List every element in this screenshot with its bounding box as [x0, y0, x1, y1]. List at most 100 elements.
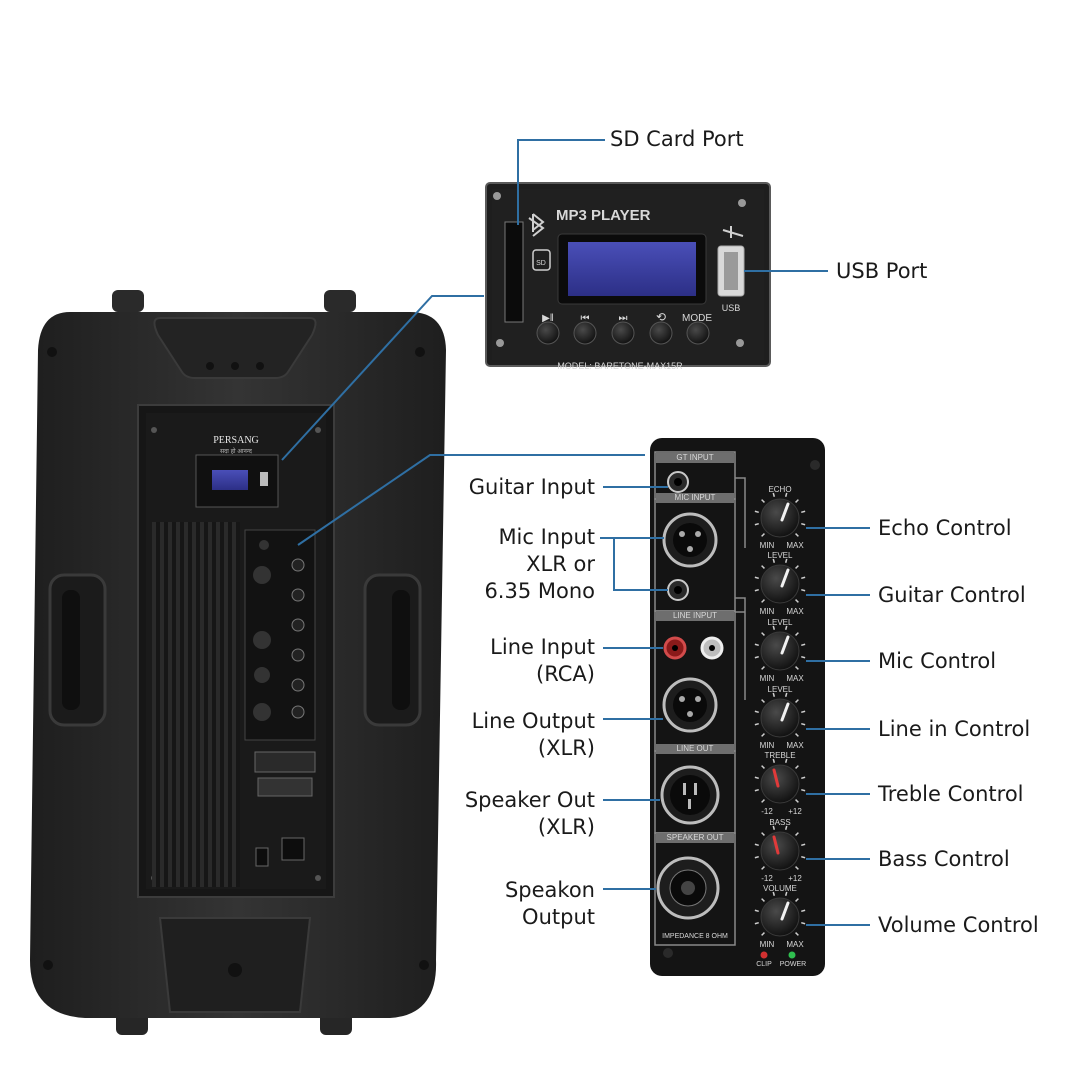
- knob-cap: [760, 498, 800, 538]
- knob-tick: [761, 666, 765, 670]
- knob-tick: [801, 776, 806, 780]
- mode-label: MODE: [682, 313, 712, 324]
- knob-tick: [761, 733, 765, 737]
- leader-lines: [281, 139, 870, 926]
- knob-label-max: +12: [788, 874, 802, 883]
- knob-tick: [761, 832, 765, 836]
- knob-tick: [795, 733, 799, 737]
- knob-tick: [795, 499, 799, 503]
- knob-tick: [795, 699, 799, 703]
- knob-tick: [795, 898, 799, 902]
- knob-tick: [772, 558, 776, 563]
- model-text: MODEL: BARETONE-MAX15R: [557, 361, 683, 371]
- callout-guitar-input: Guitar Input: [469, 474, 595, 501]
- knob-tick: [795, 666, 799, 670]
- gt-input-header: GT INPUT: [676, 453, 713, 462]
- knob-tick: [754, 510, 759, 514]
- knob-cap: [760, 698, 800, 738]
- knob-tick: [784, 625, 788, 630]
- knob-tick: [754, 655, 759, 659]
- knob-pointer: [780, 901, 790, 921]
- mp3-title: MP3 PLAYER: [556, 207, 651, 224]
- knob-tick: [754, 576, 759, 580]
- knob-tick: [784, 825, 788, 830]
- knob-tick: [795, 599, 799, 603]
- callout-line: (XLR): [537, 815, 595, 839]
- callout-line: XLR or: [526, 552, 595, 576]
- callout-line: Mic Input: [498, 525, 595, 549]
- side-handle-left-grip: [62, 590, 80, 710]
- knob-tick: [801, 588, 806, 592]
- knob-tick: [801, 788, 806, 792]
- callout-line: (RCA): [536, 662, 595, 686]
- knob-tick: [761, 499, 765, 503]
- callout-line: Speaker Out: [464, 788, 595, 812]
- knob-label-top: LEVEL: [768, 685, 793, 694]
- power-switch: [255, 847, 269, 867]
- knob-label-max: MAX: [786, 741, 804, 750]
- callout-echo-control: Echo Control: [878, 516, 1012, 540]
- knob-tick: [754, 776, 759, 780]
- brand-tagline: सदा हो आनन्द: [220, 447, 253, 455]
- knob-cap: [760, 631, 800, 671]
- knob-label-top: LEVEL: [768, 618, 793, 627]
- knob-tick: [761, 699, 765, 703]
- side-handle-right-grip: [392, 590, 410, 710]
- callout-mic-input: Mic Input XLR or 6.35 Mono: [484, 524, 595, 605]
- knob-tick: [761, 565, 765, 569]
- speaker-out-header: SPEAKER OUT: [667, 833, 724, 842]
- screw: [206, 362, 214, 370]
- knob-tick: [795, 932, 799, 936]
- knob-label-top: TREBLE: [764, 751, 795, 760]
- knob-tick: [772, 825, 776, 830]
- mp3-panel: ▶‖ ⏮ ⏭ ⟲: [485, 182, 771, 367]
- knob-cap: [760, 831, 800, 871]
- knob-tick: [761, 533, 765, 537]
- knob-pointer: [780, 502, 790, 522]
- callout-line: Guitar Input: [468, 475, 595, 499]
- clip-led: [760, 951, 768, 959]
- knob-tick: [761, 632, 765, 636]
- knob-tick: [761, 599, 765, 603]
- power-led: [788, 951, 796, 959]
- knob-tick: [772, 492, 776, 497]
- brand-name: PERSANG: [213, 435, 259, 446]
- knob-cap: [760, 564, 800, 604]
- clip-label: CLIP: [756, 961, 772, 968]
- mode-button: [686, 321, 710, 345]
- knob-label-top: LEVEL: [768, 551, 793, 560]
- next-button: [611, 321, 635, 345]
- knob-pointer: [772, 835, 780, 855]
- callout-line-output: Line Output (XLR): [472, 708, 595, 762]
- knob-label-min: MIN: [760, 940, 775, 949]
- knob-label-min: MIN: [760, 674, 775, 683]
- callout-usb-port: USB Port: [836, 259, 928, 283]
- knob-tick: [754, 843, 759, 847]
- knob-pointer: [780, 568, 790, 588]
- callout-volume-control: Volume Control: [878, 913, 1039, 937]
- knob-label-top: BASS: [769, 818, 790, 827]
- knob-tick: [761, 898, 765, 902]
- knob-tick: [772, 625, 776, 630]
- knob-pointer: [772, 768, 780, 788]
- mixer-knob: TREBLE-12+12: [754, 751, 806, 816]
- knob-tick: [772, 692, 776, 697]
- mp3-display: [568, 242, 696, 296]
- top-foot-right: [324, 290, 356, 312]
- power-label: POWER: [780, 961, 806, 968]
- knob-tick: [801, 843, 806, 847]
- callout-line: (XLR): [537, 736, 595, 760]
- knob-tick: [761, 765, 765, 769]
- knob-tick: [801, 576, 806, 580]
- mini-mp3-display: [212, 470, 248, 490]
- knob-pointer: [780, 635, 790, 655]
- knob-label-min: MIN: [760, 741, 775, 750]
- callout-treble-control: Treble Control: [878, 782, 1024, 806]
- knob-tick: [772, 891, 776, 896]
- knob-tick: [754, 909, 759, 913]
- power-socket: [281, 837, 305, 861]
- mic-input-header: MIC INPUT: [675, 493, 716, 502]
